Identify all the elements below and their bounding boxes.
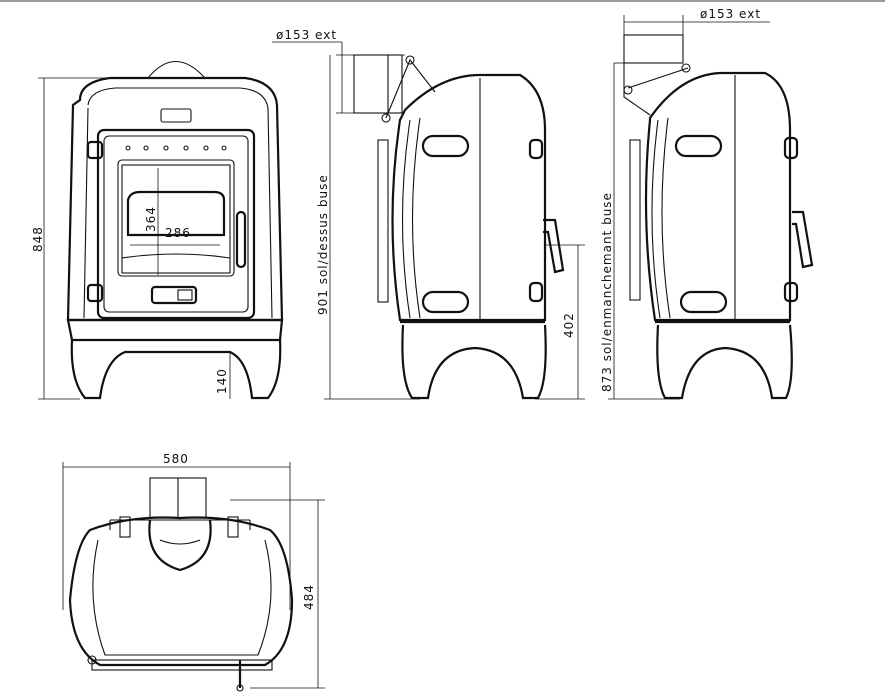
top-width-label: 580 bbox=[163, 452, 189, 466]
front-height-label: 848 bbox=[31, 226, 45, 252]
side-view-left bbox=[272, 41, 585, 400]
top-view bbox=[62, 462, 325, 692]
air-vents bbox=[125, 145, 227, 151]
leg-height-label: 140 bbox=[215, 368, 229, 394]
window-width-label: 286 bbox=[165, 226, 191, 240]
flue-height-label-left: 901 sol/dessus buse bbox=[316, 174, 330, 315]
hinge-icon bbox=[86, 140, 104, 160]
side-view-right bbox=[608, 15, 814, 400]
top-depth-label: 484 bbox=[302, 584, 316, 610]
window-height-label: 364 bbox=[144, 206, 158, 232]
flue-diameter-label-right: ø153 ext bbox=[700, 7, 761, 21]
flue-diameter-label-left: ø153 ext bbox=[276, 28, 337, 42]
door-handle bbox=[235, 210, 247, 269]
flue-height-label-right: 873 sol/enmanchemant buse bbox=[600, 192, 614, 392]
hinge-icon bbox=[86, 283, 104, 303]
body-height-label: 402 bbox=[562, 312, 576, 338]
front-view bbox=[38, 61, 284, 400]
